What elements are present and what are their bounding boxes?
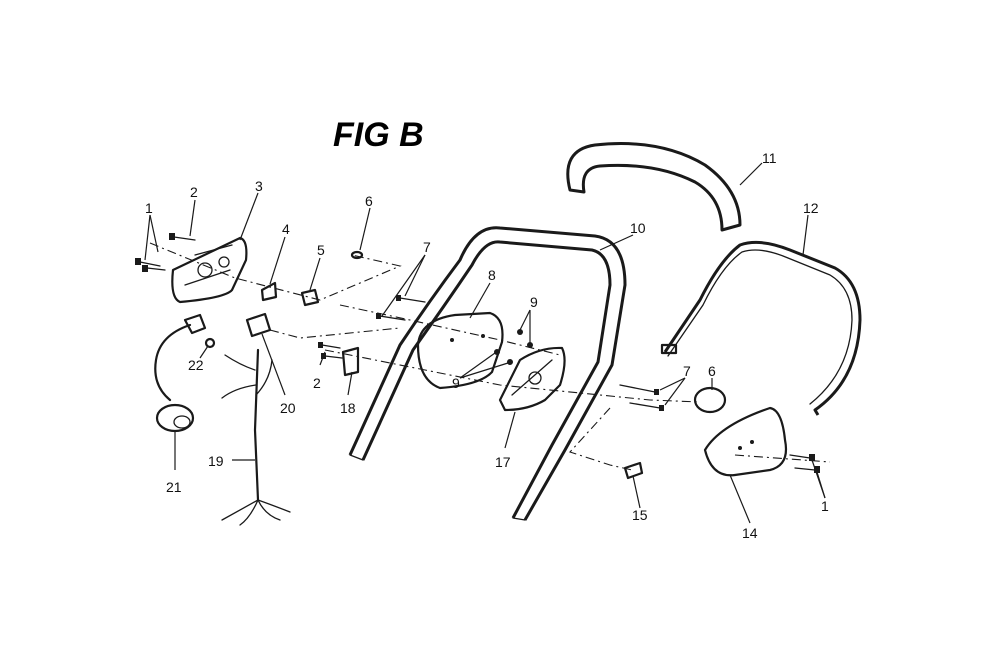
callout-1-left: 1: [145, 200, 153, 216]
callout-20: 20: [280, 400, 296, 416]
callout-3: 3: [255, 178, 263, 194]
callout-2-top: 2: [190, 184, 198, 200]
part-3-left-housing: [171, 236, 248, 304]
part-8-pad: [416, 311, 504, 390]
part-12-bail: [660, 240, 862, 416]
callout-4: 4: [282, 221, 290, 237]
callout-1-right: 1: [821, 498, 829, 514]
callout-18: 18: [340, 400, 356, 416]
part-6-pin-top: [350, 250, 364, 260]
callout-7-right: 7: [683, 363, 691, 379]
part-2-screw-left-top: [169, 233, 196, 241]
part-17-right-housing: [498, 346, 566, 412]
callout-5: 5: [317, 242, 325, 258]
callout-19: 19: [208, 453, 224, 469]
callout-17: 17: [495, 454, 511, 470]
callout-22: 22: [188, 357, 204, 373]
part-18-bracket: [341, 346, 360, 377]
part-9-nuts: [494, 329, 533, 365]
part-7-bolts-top: [376, 295, 426, 321]
callout-8: 8: [488, 267, 496, 283]
callout-21: 21: [166, 479, 182, 495]
part-1-screws-left: [135, 258, 166, 272]
part-14-right-cover: [703, 406, 788, 477]
part-1-screws-right: [789, 454, 820, 473]
part-7-bolts-right: [619, 384, 664, 411]
part-20-connector: [245, 312, 272, 338]
callout-6-top: 6: [365, 193, 373, 209]
part-15-pin: [623, 461, 644, 480]
part-4-switch: [260, 281, 278, 302]
callout-12: 12: [803, 200, 819, 216]
part-10-handle-frame: [348, 226, 627, 521]
figure-title: FIG B: [333, 116, 424, 154]
leader-lines: [144, 162, 826, 524]
callout-15: 15: [632, 507, 648, 523]
part-22-grommet: [204, 337, 216, 349]
part-19-wiring-harness: [221, 348, 291, 526]
part-11-grip: [566, 142, 742, 232]
callouts: 1 2 3 4 5 6 7 8 9 10 11 12 2 18 20 22 21…: [145, 150, 829, 541]
part-5-clip: [300, 288, 320, 307]
callout-9-top: 9: [530, 294, 538, 310]
callout-2-center: 2: [313, 375, 321, 391]
callout-7-top: 7: [423, 239, 431, 255]
callout-14: 14: [742, 525, 758, 541]
part-21-sensor-cable: [154, 313, 207, 433]
callout-6-right: 6: [708, 363, 716, 379]
part-6-disc-right: [693, 386, 727, 414]
callout-10: 10: [630, 220, 646, 236]
callout-9-bottom: 9: [452, 375, 460, 391]
callout-11: 11: [762, 150, 777, 166]
